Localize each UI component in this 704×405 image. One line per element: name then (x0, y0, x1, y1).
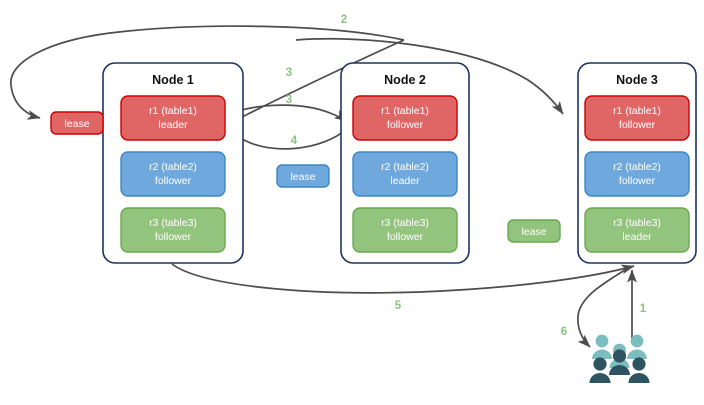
node-2-replica-r2-box (352, 151, 458, 197)
lease-badge-table2-box (276, 164, 330, 188)
step-labels: 1 2 3 3 4 5 6 (286, 14, 647, 338)
lease-badges: lease lease lease (50, 111, 561, 243)
node-1[interactable]: Node 1 r1 (table1) leader r2 (table2) fo… (102, 62, 244, 264)
step-label-4: 4 (291, 135, 298, 147)
node-1-replica-r3-box (120, 207, 226, 253)
node-1-replica-r2-line1: r2 (table2) (149, 161, 197, 173)
arrow-step-3-upper (295, 37, 564, 115)
node-3-replica-r3-line1: r3 (table3) (613, 217, 661, 229)
node-1-replica-r2[interactable]: r2 (table2) follower (120, 151, 226, 197)
node-3-replica-r1-line1: r1 (table1) (613, 105, 661, 117)
step-label-6: 6 (561, 326, 567, 338)
arrow-step-2 (10, 25, 405, 120)
node-3-replica-r2-box (584, 151, 690, 197)
step-label-5: 5 (395, 300, 402, 312)
node-1-replica-r1-line1: r1 (table1) (149, 105, 197, 117)
node-1-title: Node 1 (152, 73, 194, 87)
node-1-replica-r1[interactable]: r1 (table1) leader (120, 95, 226, 141)
arrow-step-6 (577, 267, 629, 348)
lease-badge-table1-box (50, 111, 104, 135)
lease-badge-table1[interactable]: lease (50, 111, 104, 135)
users-icon-front-row (589, 349, 650, 383)
node-3-title: Node 3 (616, 73, 658, 87)
arrow-step-5 (171, 263, 635, 294)
node-2-replica-r1-box (352, 95, 458, 141)
node-2-replica-r2-line1: r2 (table2) (381, 161, 429, 173)
step-label-3a: 3 (286, 67, 292, 79)
lease-badge-table2[interactable]: lease (276, 164, 330, 188)
node-2-replica-r2[interactable]: r2 (table2) leader (352, 151, 458, 197)
node-1-replica-r2-line2: follower (155, 175, 192, 187)
node-3-replica-r3[interactable]: r3 (table3) leader (584, 207, 690, 253)
node-3-replica-r2-line2: follower (619, 175, 656, 187)
node-3-replica-r2-line1: r2 (table2) (613, 161, 661, 173)
node-2-replica-r1-line1: r1 (table1) (381, 105, 429, 117)
node-3-replica-r1-box (584, 95, 690, 141)
users-icon (589, 334, 650, 383)
node-1-replica-r1-line2: leader (158, 119, 188, 131)
lease-badge-table1-label: lease (64, 118, 89, 130)
node-3-replica-r1[interactable]: r1 (table1) follower (584, 95, 690, 141)
lease-badge-table3-box (507, 219, 561, 243)
step-label-2: 2 (341, 14, 347, 26)
lease-badge-table2-label: lease (290, 171, 315, 183)
step-label-1: 1 (640, 303, 647, 315)
node-2-replica-r3-line1: r3 (table3) (381, 217, 429, 229)
node-1-replica-r3-line2: follower (155, 231, 192, 243)
node-2-replica-r3[interactable]: r3 (table3) follower (352, 207, 458, 253)
node-1-replica-r3-line1: r3 (table3) (149, 217, 197, 229)
node-2-replica-r3-line2: follower (387, 231, 424, 243)
node-2-replica-r1-line2: follower (387, 119, 424, 131)
node-2-title: Node 2 (384, 73, 426, 87)
lease-badge-table3[interactable]: lease (507, 219, 561, 243)
node-3-replica-r3-line2: leader (622, 231, 652, 243)
lease-badge-table3-label: lease (521, 226, 546, 238)
node-3-replica-r2[interactable]: r2 (table2) follower (584, 151, 690, 197)
node-1-replica-r2-box (120, 151, 226, 197)
node-2-replica-r2-line2: leader (390, 175, 420, 187)
flow-arrows (10, 25, 637, 348)
arrow-step-4-back (228, 127, 349, 150)
node-2-replica-r3-box (352, 207, 458, 253)
node-1-replica-r3[interactable]: r3 (table3) follower (120, 207, 226, 253)
node-3-replica-r1-line2: follower (619, 119, 656, 131)
step-label-3b: 3 (286, 94, 292, 106)
node-2[interactable]: Node 2 r1 (table1) follower r2 (table2) … (340, 62, 470, 264)
node-3[interactable]: Node 3 r1 (table1) follower r2 (table2) … (577, 62, 697, 264)
node-3-replica-r3-box (584, 207, 690, 253)
node-1-replica-r1-box (120, 95, 226, 141)
node-2-replica-r1[interactable]: r1 (table1) follower (352, 95, 458, 141)
